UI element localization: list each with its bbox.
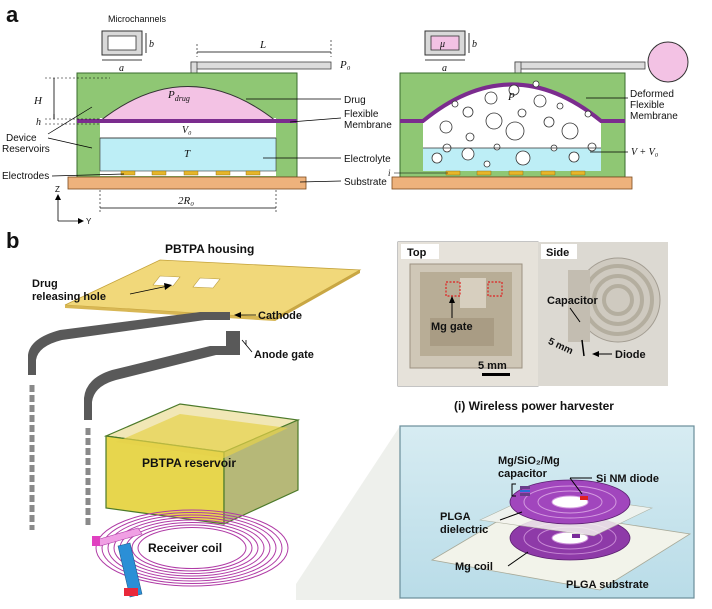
electrode bbox=[183, 170, 199, 176]
drug-dome bbox=[98, 86, 278, 122]
cathode-strip bbox=[28, 312, 230, 375]
si-nm-diode bbox=[580, 496, 588, 500]
pbtpa-reservoir-label: PBTPA reservoir bbox=[142, 456, 236, 470]
electrode bbox=[245, 170, 261, 176]
drug-releasing-hole bbox=[192, 277, 221, 289]
electrode bbox=[151, 170, 167, 176]
receiver-coil bbox=[95, 509, 289, 587]
zoom-cone bbox=[296, 426, 400, 600]
mg-gate-marker bbox=[487, 281, 503, 297]
electrode bbox=[120, 170, 136, 176]
panel-b-label: b bbox=[6, 228, 19, 253]
coil-lead-blue bbox=[117, 542, 143, 598]
cathode-label: Cathode bbox=[258, 310, 302, 322]
V0-label: V₀ bbox=[182, 125, 192, 136]
substrate-left bbox=[67, 176, 307, 190]
electrode bbox=[215, 170, 231, 176]
2R0-label: 2R₀ bbox=[178, 195, 194, 207]
dim-L-label: L bbox=[259, 39, 266, 51]
deformed-membrane bbox=[400, 82, 625, 123]
microchannel-icon-filled bbox=[430, 35, 460, 51]
dim-H-label: H bbox=[33, 95, 43, 107]
panel-a-label: a bbox=[6, 2, 19, 27]
Pdrug-label: Pdrug bbox=[167, 89, 190, 103]
drug-label: Drug bbox=[344, 95, 366, 106]
dim-h-label: h bbox=[36, 117, 41, 128]
svg-text:a: a bbox=[442, 63, 447, 74]
dim-a-label: a bbox=[119, 63, 124, 74]
P-label: P bbox=[507, 91, 515, 103]
microchannel-pipe bbox=[190, 61, 332, 70]
svg-text:b: b bbox=[472, 39, 477, 50]
capacitor-label: Capacitor bbox=[547, 295, 598, 307]
scale-5mm-top: 5 mm bbox=[478, 360, 507, 372]
anode-gate-label: Anode gate bbox=[254, 349, 314, 361]
P0-label: P₀ bbox=[339, 59, 351, 71]
harvester-caption: (i) Wireless power harvester bbox=[454, 399, 614, 413]
mu-label: μ bbox=[439, 39, 445, 50]
electrolyte-label: Electrolyte bbox=[344, 154, 391, 165]
si-nm-diode-label: Si NM diode bbox=[596, 473, 659, 485]
i-label: i bbox=[388, 168, 391, 178]
anode-gate-strip bbox=[84, 331, 240, 420]
substrate-right bbox=[391, 176, 633, 190]
pbtpa-housing-label: PBTPA housing bbox=[165, 242, 254, 256]
electrodes-label: Electrodes bbox=[2, 171, 49, 182]
diode-label: Diode bbox=[615, 349, 646, 361]
flexible-membrane bbox=[77, 119, 297, 123]
axis-z-label: Z bbox=[55, 185, 60, 194]
photo-top-label: Top bbox=[407, 247, 427, 259]
photo-side-label: Side bbox=[546, 247, 569, 259]
receiver-coil-label: Receiver coil bbox=[148, 541, 222, 555]
mg-coil-label: Mg coil bbox=[455, 561, 493, 573]
scale-bar-top bbox=[482, 373, 510, 376]
dim-b-label: b bbox=[149, 39, 154, 50]
substrate-label: Substrate bbox=[344, 177, 387, 188]
drug-releasing-hole bbox=[152, 275, 181, 287]
plga-substrate-label: PLGA substrate bbox=[566, 579, 649, 591]
bubbles bbox=[431, 80, 597, 168]
balloon bbox=[647, 41, 689, 83]
T-label: T bbox=[184, 148, 191, 160]
microchannels-label: Microchannels bbox=[108, 14, 167, 24]
axis-y-label: Y bbox=[86, 217, 92, 226]
V-plus-V0-label: V + V₀ bbox=[631, 147, 659, 158]
mg-gate-marker bbox=[445, 281, 461, 297]
coil-lead-red bbox=[124, 588, 138, 596]
mg-gate-label: Mg gate bbox=[431, 321, 473, 333]
